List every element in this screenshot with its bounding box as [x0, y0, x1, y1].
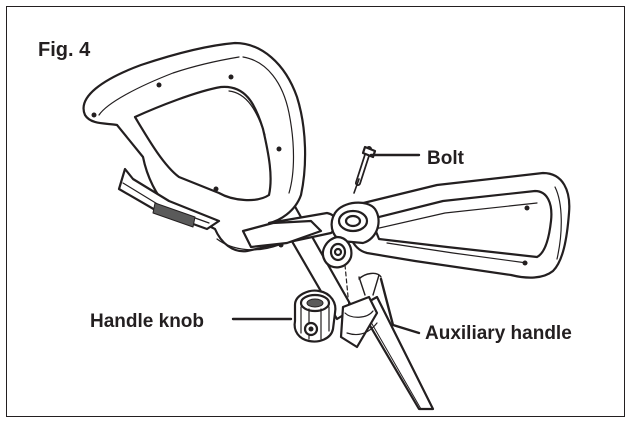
auxiliary-handle-drawing	[345, 171, 571, 279]
handle-knob-label: Handle knob	[90, 311, 205, 332]
figure-frame: Fig. 4 Bolt Handle knob Auxiliary handle	[6, 6, 625, 417]
lower-clamp	[339, 272, 382, 349]
auxiliary-handle-label: Auxiliary handle	[425, 323, 572, 344]
handle-knob-part	[293, 289, 337, 343]
clamp-pivot	[321, 201, 380, 308]
figure-title: Fig. 4	[38, 39, 91, 61]
callout-leaders	[231, 153, 421, 335]
bolt-label: Bolt	[427, 148, 464, 169]
bolt-part	[353, 145, 377, 194]
main-loop-handle	[82, 41, 338, 253]
trimmer-assembly-illustration	[82, 41, 571, 411]
